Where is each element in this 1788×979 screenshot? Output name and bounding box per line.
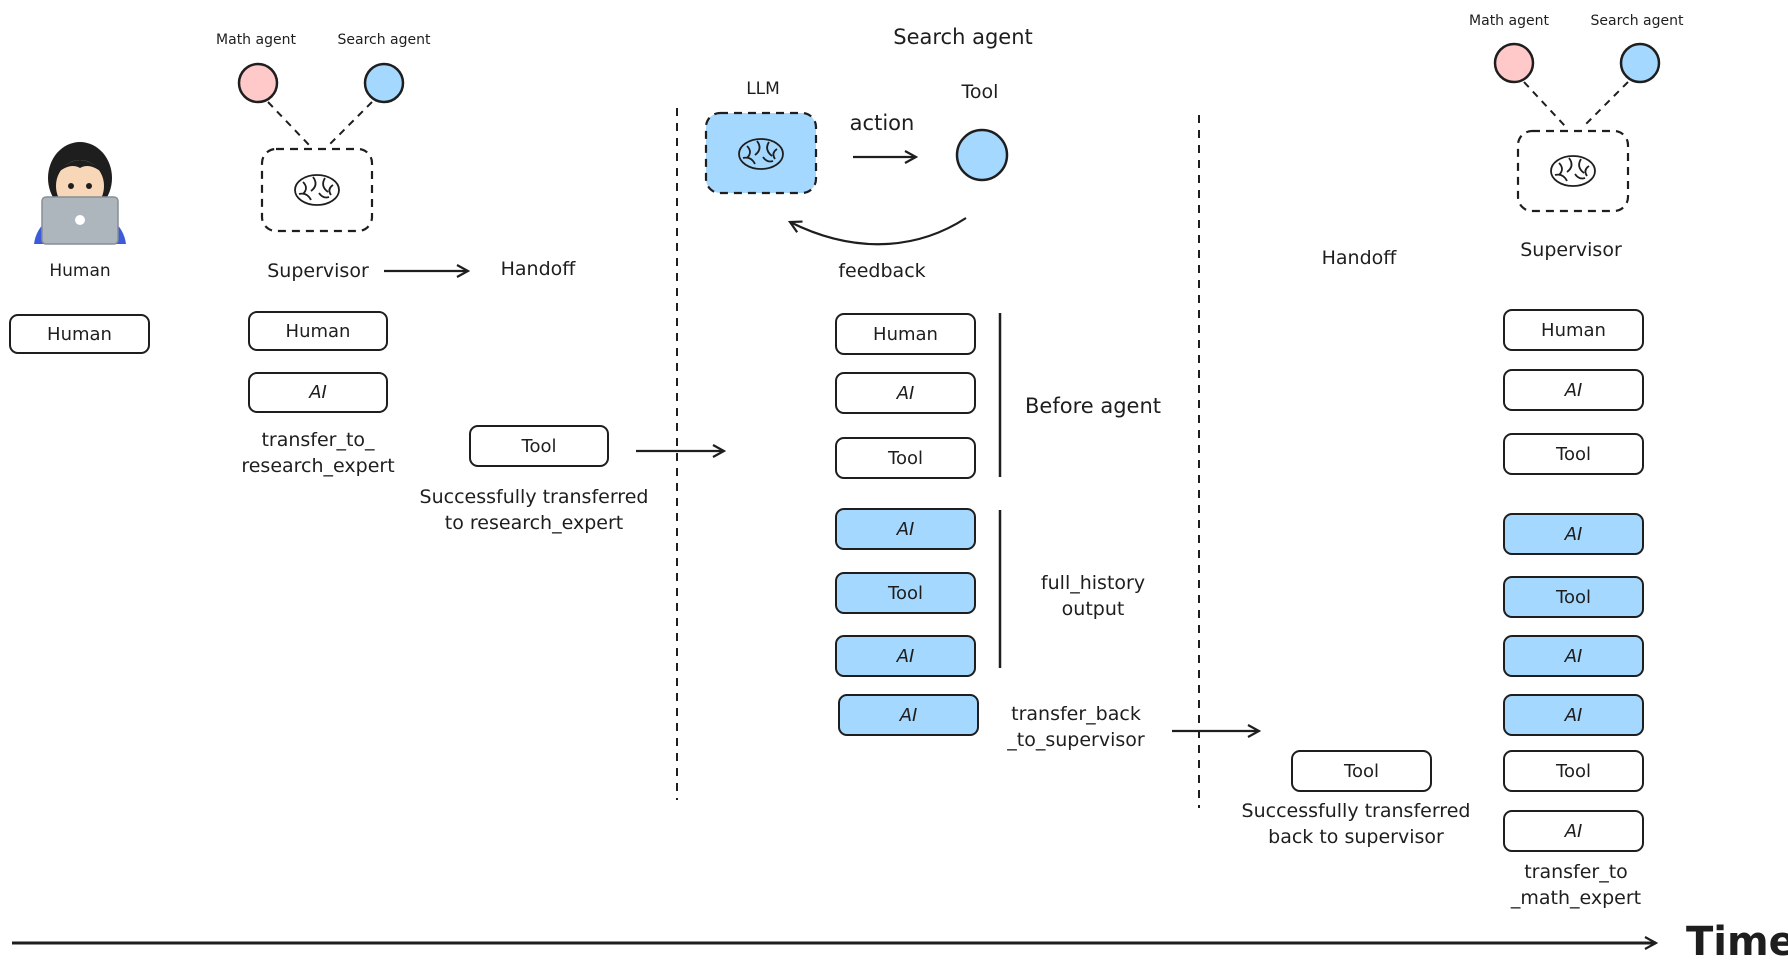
before-msg-label: AI — [896, 382, 915, 404]
transfer-to-math-call: transfer_to _math_expert — [1510, 861, 1642, 909]
math-agent-node — [237, 62, 279, 104]
brain-icon-supervisor-2 — [1550, 155, 1596, 187]
action-label: action — [849, 111, 915, 135]
handoff-label-2: Handoff — [1321, 247, 1397, 269]
supervisor-history-msg-label: Tool — [1556, 760, 1591, 782]
llm-node — [704, 111, 818, 195]
stage1-tool-message: Tool — [469, 425, 609, 467]
output-msg-label: AI — [896, 645, 915, 667]
supervisor-history-msg-label: AI — [1564, 523, 1583, 545]
stage3-agents — [1493, 42, 1661, 213]
supervisor-history-msg: AI — [1503, 635, 1644, 677]
transfer-back-msg-label: AI — [899, 704, 918, 726]
output-msg: AI — [835, 508, 976, 550]
search-agent-node — [363, 62, 405, 104]
search-agent-label-2: Search agent — [1590, 13, 1684, 29]
output-msg: Tool — [835, 572, 976, 614]
transfer-back-call: transfer_back _to_supervisor — [1007, 703, 1145, 751]
supervisor-history-msg-label: AI — [1564, 645, 1583, 667]
supervisor-history-msg-label: AI — [1564, 379, 1583, 401]
time-label: Time — [1686, 919, 1788, 965]
output-msg-label: AI — [896, 518, 915, 540]
human-message: Human — [9, 314, 150, 354]
stage1-msg-label: AI — [309, 382, 327, 403]
search-agent-node-2 — [1619, 42, 1661, 84]
stage1-agents — [237, 62, 405, 233]
stage1-msg-label: Human — [285, 320, 351, 342]
supervisor-link-search — [327, 101, 373, 147]
search-agent-label: Search agent — [337, 32, 431, 48]
brain-icon — [294, 174, 340, 206]
full-history-output-label: full_history output — [1040, 572, 1146, 620]
transfer-to-research-call: transfer_to_ research_expert — [241, 429, 395, 477]
supervisor-label: Supervisor — [267, 260, 369, 282]
stage3-tool-message: Tool — [1291, 750, 1432, 792]
supervisor-link-math — [267, 101, 311, 147]
llm-label: LLM — [746, 79, 780, 99]
stage1-msg: Human — [248, 311, 388, 351]
before-msg: Human — [835, 313, 976, 355]
supervisor-history-msg-label: Tool — [1556, 443, 1591, 465]
supervisor-history-msg: AI — [1503, 694, 1644, 736]
supervisor-history-msg-label: Human — [1541, 319, 1606, 341]
before-msg-label: Human — [873, 323, 938, 345]
supervisor-history-msg-label: Tool — [1556, 586, 1591, 608]
handoff-label: Handoff — [500, 258, 576, 280]
supervisor-history-msg-label: AI — [1564, 704, 1583, 726]
before-agent-label: Before agent — [1025, 394, 1161, 418]
supervisor-history-msg: Tool — [1503, 750, 1644, 792]
human-caption: Human — [49, 261, 111, 281]
stage3-tool-message-label: Tool — [1344, 760, 1379, 782]
before-msg: Tool — [835, 437, 976, 479]
supervisor-label-2: Supervisor — [1520, 239, 1622, 261]
tool-node — [955, 128, 1009, 182]
transfer-back-msg: AI — [838, 694, 979, 736]
before-msg: AI — [835, 372, 976, 414]
search-agent-title: Search agent — [893, 25, 1033, 49]
human-message-label: Human — [47, 323, 112, 345]
brain-icon-llm — [738, 138, 784, 170]
math-agent-node-2 — [1493, 42, 1535, 84]
tool-node-label: Tool — [961, 81, 999, 103]
supervisor-history-msg: AI — [1503, 810, 1644, 852]
human-avatar-icon — [34, 142, 126, 245]
supervisor2-link-search — [1583, 81, 1629, 127]
feedback-label: feedback — [838, 260, 926, 282]
output-msg: AI — [835, 635, 976, 677]
supervisor-history-msg: Human — [1503, 309, 1644, 351]
supervisor-history-msg: Tool — [1503, 433, 1644, 475]
supervisor-node-2 — [1516, 129, 1630, 213]
stage1-msg: AI — [248, 372, 388, 413]
before-msg-label: Tool — [888, 447, 923, 469]
supervisor-history-msg: AI — [1503, 513, 1644, 555]
feedback-arrow — [790, 217, 967, 246]
supervisor2-link-math — [1523, 81, 1566, 127]
math-agent-label-2: Math agent — [1469, 13, 1549, 29]
stage1-tool-message-label: Tool — [521, 435, 557, 457]
supervisor-history-msg: Tool — [1503, 576, 1644, 618]
math-agent-label: Math agent — [216, 32, 296, 48]
output-msg-label: Tool — [888, 582, 923, 604]
supervisor-history-msg-label: AI — [1564, 820, 1583, 842]
transfer-back-success-text: Successfully transferred back to supervi… — [1241, 800, 1471, 848]
transfer-success-text: Successfully transferred to research_exp… — [419, 486, 649, 534]
supervisor-node — [260, 147, 374, 233]
supervisor-history-msg: AI — [1503, 369, 1644, 411]
